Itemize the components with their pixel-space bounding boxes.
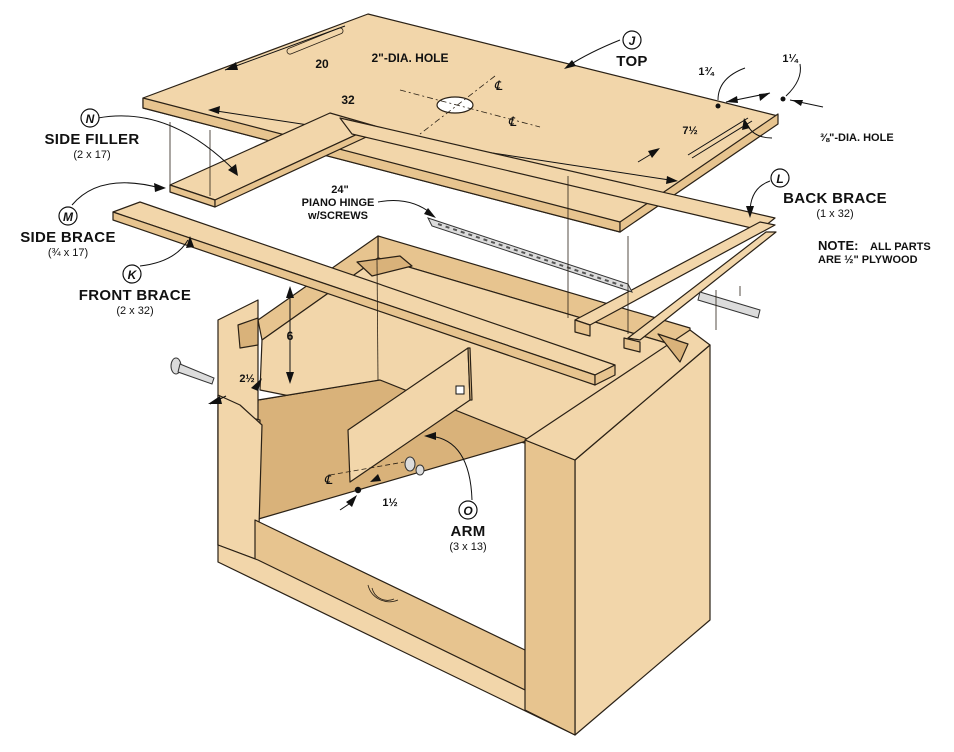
part-circle-side-brace [58,206,78,226]
pivot-bolt [170,357,215,385]
part-letter-side-filler: N [86,112,95,126]
arm-washer [404,456,416,472]
label-arm: ARM [450,523,485,540]
hole-callout: 2"-DIA. HOLE [371,51,448,65]
front-brace-part [112,201,616,386]
label-top: TOP [616,53,647,70]
hinge-callout-size: 24" [331,184,348,196]
dim-slot-length: 7½ [682,125,697,137]
leader-side-brace [71,182,161,206]
bolt-shaft [177,363,215,385]
leader-hinge [377,200,433,215]
left-glue-block [237,317,259,349]
size-front-brace: (2 x 32) [116,305,153,317]
size-side-brace: (¾ x 17) [48,247,88,259]
part-circle-side-filler [80,108,100,128]
leader-front-brace [139,239,189,267]
centerline-mark-2: ℄ [508,114,517,129]
dimension-arrows [208,92,824,511]
leader-side-filler [97,115,237,173]
top-slot-left [286,27,344,55]
cabinet-front-right-stile [524,439,576,736]
centerline-mark-3: ℄ [324,472,333,487]
arm-part [329,347,473,494]
plywood-note: NOTE: ALL PARTS ARE ½" PLYWOOD [818,238,931,266]
part-circle-back-brace [770,168,790,188]
note-label: NOTE: [818,238,858,253]
part-letter-side-brace: M [63,210,74,224]
part-letter-front-brace: K [128,268,138,282]
dimension-texts: 20 32 1¾ 1¼ 7½ 6 2½ 1½ [239,53,798,509]
arm-pivot-hole [354,486,362,494]
part-letter-top: J [629,34,636,48]
cabinet-front-left-stile [217,394,263,561]
part-circle-top [622,30,642,50]
part-letter-back-brace: L [776,172,783,186]
size-back-brace: (1 x 32) [816,208,853,220]
part-circle-front-brace [122,264,142,284]
piano-hinge [427,217,761,330]
part-letter-arm: O [463,504,473,518]
drawer-handle-cutout [367,584,399,603]
right-glue-block [657,333,689,363]
label-front-brace: FRONT BRACE [79,287,191,304]
callout-texts: 2"-DIA. HOLE ⅜"-DIA. HOLE 24" PIANO HING… [302,51,894,487]
label-side-brace: SIDE BRACE [20,229,116,246]
dim-top-width: 32 [341,93,355,107]
dim-arm-offset: 2½ [239,373,254,385]
dim-top-depth: 20 [315,57,329,71]
cabinet-right-top-edge [524,329,711,461]
back-brace-inner-rail [627,231,777,341]
small-hole-callout: ⅜"-DIA. HOLE [820,132,894,144]
centerline-mark-1: ℄ [494,78,503,93]
piano-hinge-end [697,291,761,319]
back-brace-part [339,117,777,353]
top-center-hole [436,96,474,114]
hinge-callout-name: PIANO HINGE [302,197,375,209]
corner-block [356,255,413,277]
leader-arm [429,435,473,501]
leader-top [567,39,621,67]
part-callouts: J N M K L O [58,30,790,520]
arm-marker [455,385,465,395]
dim-arm-pivot: 1½ [382,497,397,509]
label-back-brace: BACK BRACE [783,190,887,207]
label-side-filler: SIDE FILLER [45,131,140,148]
dim-arm-height: 6 [287,329,294,343]
part-labels: TOP SIDE FILLER (2 x 17) SIDE BRACE (¾ x… [20,53,887,553]
dim-line-top-depth [224,25,346,71]
size-side-filler: (2 x 17) [73,149,110,161]
size-arm: (3 x 13) [449,541,486,553]
part-circle-arm [458,500,478,520]
dim-slot-offset: 1¾ [698,66,714,78]
dim-slot-edge: 1¼ [782,53,798,65]
leader-lines [71,39,801,501]
cabinet-base [217,235,711,736]
top-slot-right [687,117,749,156]
hinge-callout-screws: w/SCREWS [307,210,368,222]
note-line-2: ARE ½" PLYWOOD [818,254,918,266]
note-line-1: ALL PARTS [870,241,931,253]
alignment-lines [169,122,629,401]
cabinet-front-bottom [217,544,576,736]
